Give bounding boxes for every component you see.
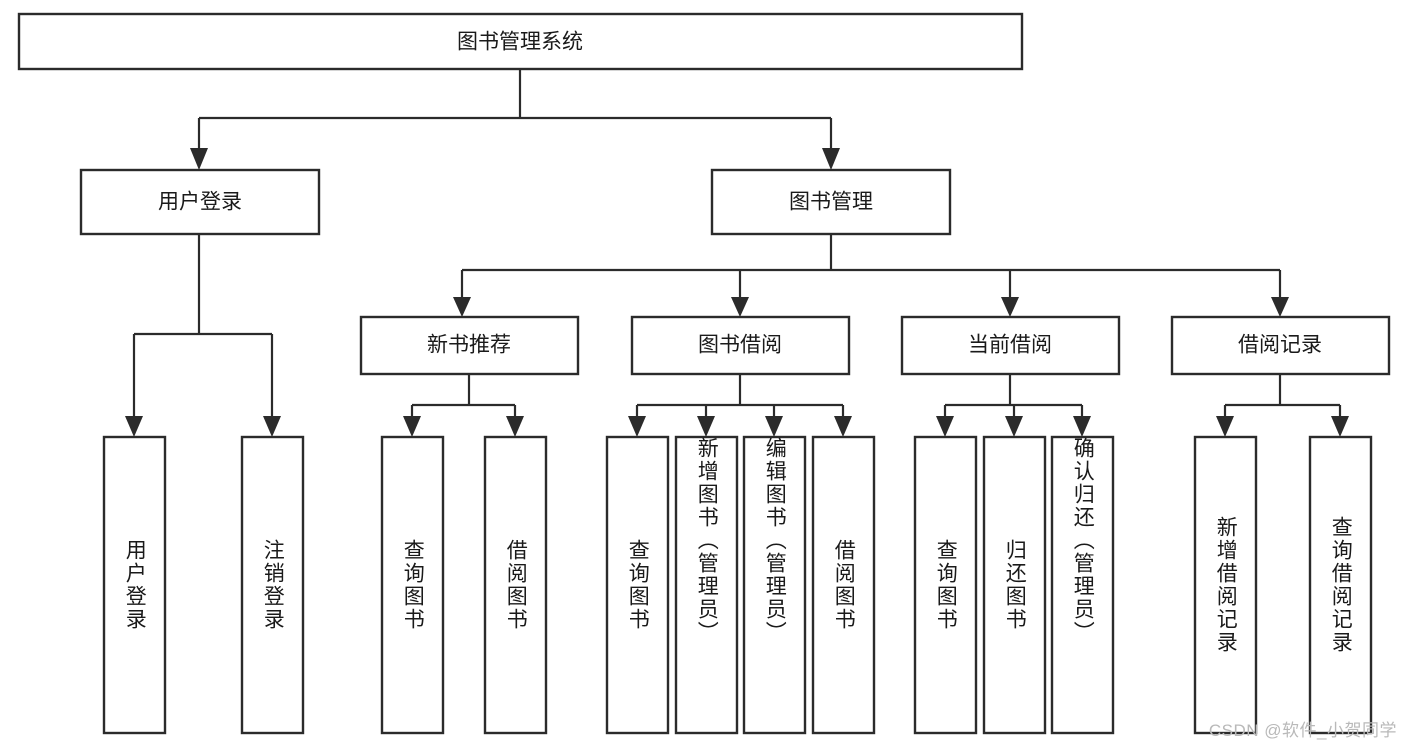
- node-book-management-system[interactable]: [17, 12, 1024, 71]
- arrow-icon-to-leaf-user-login: [125, 416, 143, 437]
- node-leaf-borrow-book-newbook[interactable]: [483, 435, 548, 735]
- watermark-label: CSDN @软件_小贺同学: [1208, 721, 1397, 740]
- node-leaf-query-book-newbook[interactable]: [380, 435, 445, 735]
- arrow-icon-to-book-borrow: [731, 297, 749, 317]
- arrow-icon-to-bookborrow-leaf-1: [628, 416, 646, 437]
- node-label-new-book-recommend: 新书推荐: [427, 334, 511, 357]
- node-label-book-management: 图书管理: [789, 191, 873, 214]
- arrow-icon-to-new-book: [453, 297, 471, 317]
- arrow-icon-to-leaf-logout: [263, 416, 281, 437]
- node-user-login[interactable]: [79, 168, 321, 236]
- arrow-icon-to-bookborrow-leaf-2: [697, 416, 715, 437]
- node-current-borrow[interactable]: [900, 315, 1121, 376]
- arrow-icon-to-newbook-leaf-2: [506, 416, 524, 437]
- node-leaf-add-borrow-record[interactable]: [1193, 435, 1258, 735]
- arrow-icon-to-currentborrow-leaf-3: [1073, 416, 1091, 437]
- arrow-icon-to-book-mgmt: [822, 148, 840, 170]
- node-leaf-borrow-book[interactable]: [811, 435, 876, 735]
- node-leaf-edit-book-admin[interactable]: [742, 435, 807, 735]
- node-borrow-record[interactable]: [1170, 315, 1391, 376]
- node-label-root: 图书管理系统: [457, 31, 583, 54]
- node-leaf-logout-login[interactable]: [240, 435, 305, 735]
- arrow-icon-to-borrow-record: [1271, 297, 1289, 317]
- node-leaf-query-borrow-record[interactable]: [1308, 435, 1373, 735]
- node-new-book-recommend[interactable]: [359, 315, 580, 376]
- arrow-icon-to-currentborrow-leaf-2: [1005, 416, 1023, 437]
- node-book-management[interactable]: [710, 168, 952, 236]
- arrowhead-layer: [125, 148, 1349, 437]
- arrow-icon-to-newbook-leaf-1: [403, 416, 421, 437]
- arrow-icon-to-user-login: [190, 148, 208, 170]
- node-leaf-user-login[interactable]: [102, 435, 167, 735]
- arrow-icon-to-bookborrow-leaf-3: [765, 416, 783, 437]
- node-leaf-query-book-borrow[interactable]: [605, 435, 670, 735]
- node-leaf-return-book[interactable]: [982, 435, 1047, 735]
- node-layer: 图书管理系统 用户登录 图书管理 新书推荐 图书借阅 当前借阅 借阅记录: [17, 12, 1391, 735]
- node-leaf-confirm-return-admin[interactable]: [1050, 435, 1115, 735]
- node-label-user-login: 用户登录: [158, 191, 242, 214]
- arrow-icon-to-borrowrecord-leaf-2: [1331, 416, 1349, 437]
- node-label-current-borrow: 当前借阅: [968, 334, 1052, 357]
- connector-layer: [132, 69, 1342, 418]
- arrow-icon-to-bookborrow-leaf-4: [834, 416, 852, 437]
- arrow-icon-to-current-borrow: [1001, 297, 1019, 317]
- node-leaf-query-book-current[interactable]: [913, 435, 978, 735]
- node-book-borrow[interactable]: [630, 315, 851, 376]
- node-label-borrow-record: 借阅记录: [1238, 334, 1322, 357]
- node-leaf-add-book-admin[interactable]: [674, 435, 739, 735]
- node-label-book-borrow: 图书借阅: [698, 334, 782, 357]
- arrow-icon-to-borrowrecord-leaf-1: [1216, 416, 1234, 437]
- arrow-icon-to-currentborrow-leaf-1: [936, 416, 954, 437]
